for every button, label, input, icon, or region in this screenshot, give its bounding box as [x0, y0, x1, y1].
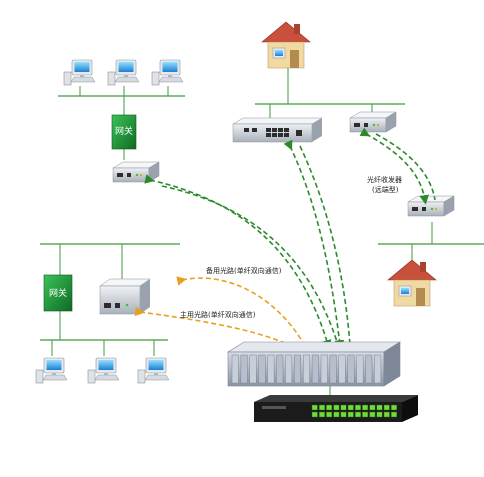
switch-port: [391, 404, 397, 411]
switch-small-icon: [232, 117, 323, 143]
chassis-slot: [347, 354, 355, 384]
switch-port: [391, 411, 397, 418]
remote-converter-label: 光纤收发器: [367, 175, 402, 184]
computer-icon: [63, 59, 96, 86]
chassis-slot: [311, 354, 319, 384]
media-converter-icon: [407, 195, 455, 217]
switch-port: [376, 404, 383, 411]
backup-path-label: 备用光路(单纤双向通信): [206, 266, 282, 275]
switch-port: [383, 411, 390, 418]
house-icon: [261, 21, 311, 69]
chassis-slot: [276, 354, 284, 384]
switch-icon: [254, 395, 418, 422]
switch-port: [369, 411, 376, 418]
chassis-slot: [294, 354, 301, 384]
switch-port: [333, 411, 340, 418]
chassis-icon: [226, 341, 402, 387]
gateway-icon: 网关: [111, 114, 137, 150]
switch-port: [311, 404, 318, 411]
switch-port: [369, 404, 376, 411]
switch-port: [347, 411, 354, 418]
switch-port: [326, 411, 333, 418]
site-right: [378, 222, 484, 307]
media-converter-icon: [349, 111, 397, 133]
site-top-center: [232, 21, 405, 143]
computer-icon: [35, 357, 68, 384]
chassis-slot: [267, 354, 275, 384]
switch-port: [319, 411, 325, 418]
chassis-slot: [285, 354, 293, 384]
computer-icon: [137, 357, 170, 384]
gateway-left-label: 网关: [49, 287, 67, 299]
lan-top-left: [58, 59, 185, 160]
fiber-links-main: [144, 127, 436, 350]
switch-port: [355, 404, 361, 411]
media-converter-icon: [99, 278, 151, 315]
switch-port: [383, 404, 390, 411]
chassis-slot: [329, 354, 337, 384]
remote-converter-sublabel: (远端型): [372, 185, 399, 194]
computer-icon: [151, 59, 184, 86]
gateway-icon: 网关: [43, 274, 73, 312]
switch-port: [333, 404, 340, 411]
chassis-slot: [374, 354, 382, 384]
main-path-label: 主用光路(单纤双向通信): [180, 310, 256, 319]
switch-port: [362, 404, 369, 411]
chassis-slot: [320, 354, 328, 384]
switch-port: [326, 404, 333, 411]
chassis-slot: [249, 354, 257, 384]
chassis-slot: [356, 354, 364, 384]
chassis-slot: [258, 354, 266, 384]
house-icon: [387, 259, 437, 307]
chassis-slot: [303, 354, 310, 384]
chassis-slot: [365, 354, 373, 384]
switch-port: [340, 404, 347, 411]
switch-port: [347, 404, 354, 411]
computer-icon: [87, 357, 120, 384]
switch-port: [355, 411, 361, 418]
switch-port: [319, 404, 325, 411]
chassis-slot: [231, 354, 239, 384]
chassis-slot: [240, 354, 248, 384]
switch-port: [311, 411, 318, 418]
media-converter-icon: [112, 161, 160, 183]
gateway-top-label: 网关: [115, 125, 133, 137]
switch-port: [362, 411, 369, 418]
switch-port: [376, 411, 383, 418]
chassis-slot: [338, 354, 346, 384]
computer-icon: [107, 59, 140, 86]
switch-port: [340, 411, 347, 418]
